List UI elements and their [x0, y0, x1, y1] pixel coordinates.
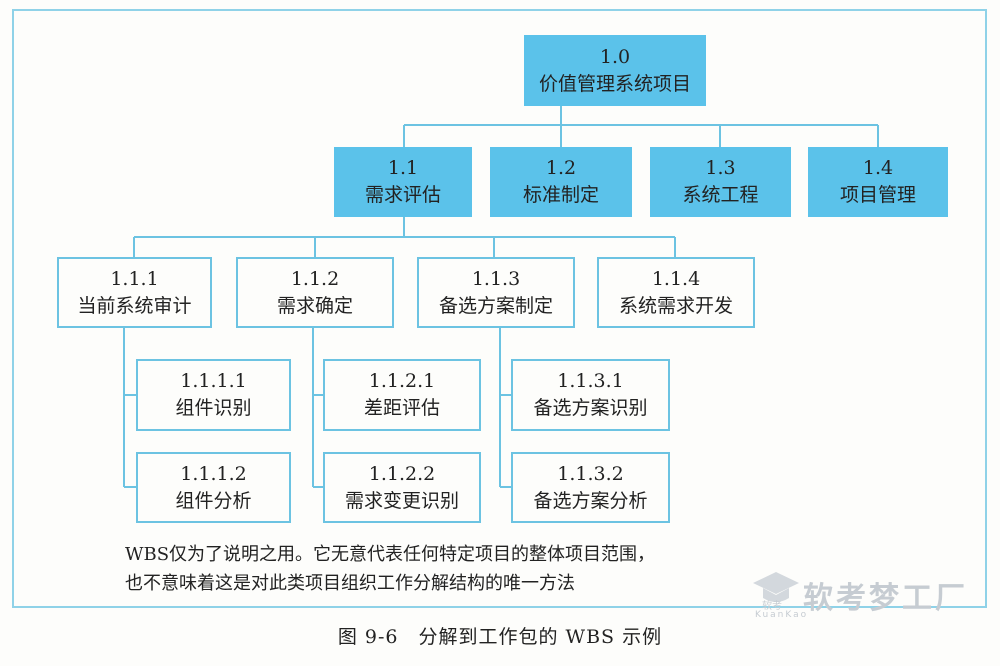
- wbs-node-1-2: 1.2 标准制定: [490, 147, 632, 217]
- wbs-node-1-1-3: 1.1.3 备选方案制定: [417, 257, 575, 328]
- node-id: 1.2: [545, 157, 577, 179]
- node-id: 1.1.3.2: [557, 462, 624, 485]
- wbs-node-1-0: 1.0 价值管理系统项目: [524, 35, 706, 106]
- wbs-node-1-1-1-2: 1.1.1.2 组件分析: [136, 452, 291, 523]
- wbs-node-1-1-1-1: 1.1.1.1 组件识别: [136, 359, 291, 431]
- wbs-node-1-3: 1.3 系统工程: [650, 147, 791, 217]
- wbs-node-1-1-3-1: 1.1.3.1 备选方案识别: [511, 359, 670, 431]
- node-label: 当前系统审计: [77, 294, 192, 317]
- node-id: 1.1.1.2: [180, 462, 247, 485]
- node-label: 需求评估: [364, 184, 441, 206]
- note-line-2: 也不意味着这是对此类项目组织工作分解结构的唯一方法: [125, 573, 575, 594]
- node-label: 需求变更识别: [344, 489, 459, 512]
- watermark-subtext: KuanKao: [755, 610, 809, 620]
- wbs-node-1-1-2-2: 1.1.2.2 需求变更识别: [323, 452, 481, 523]
- disclaimer-note: WBS仅为了说明之用。它无意代表任何特定项目的整体项目范围， 也不意味着这是对此…: [125, 540, 655, 598]
- node-label: 组件识别: [175, 397, 252, 419]
- node-id: 1.1.2: [290, 267, 340, 290]
- diagram-frame: [12, 9, 987, 608]
- node-id: 1.1.2.1: [368, 370, 436, 392]
- wbs-node-1-1-3-2: 1.1.3.2 备选方案分析: [511, 452, 670, 523]
- node-id: 1.3: [705, 157, 736, 179]
- node-label: 系统需求开发: [618, 294, 733, 317]
- node-id: 1.4: [862, 157, 894, 179]
- node-id: 1.1: [387, 157, 419, 179]
- wbs-node-1-1-1: 1.1.1 当前系统审计: [57, 257, 212, 328]
- figure-caption: 图 9-6 分解到工作包的 WBS 示例: [337, 626, 663, 648]
- wbs-node-1-4: 1.4 项目管理: [808, 147, 948, 217]
- watermark-logo-text: 软考: [762, 599, 782, 610]
- graduation-cap-icon: 软考: [753, 572, 799, 610]
- node-label: 系统工程: [682, 184, 759, 206]
- note-line-1: WBS仅为了说明之用。它无意代表任何特定项目的整体项目范围，: [125, 544, 656, 565]
- node-label: 需求确定: [276, 294, 353, 317]
- node-id: 1.0: [599, 45, 631, 68]
- watermark-text: 软考梦工厂: [803, 581, 968, 616]
- node-id: 1.1.3: [471, 267, 521, 290]
- wbs-node-1-1-4: 1.1.4 系统需求开发: [597, 257, 755, 328]
- watermark: 软考 软考梦工厂 KuanKao: [745, 568, 990, 628]
- node-id: 1.1.3.1: [557, 370, 624, 392]
- wbs-node-1-1: 1.1 需求评估: [334, 147, 472, 217]
- node-id: 1.1.4: [651, 267, 701, 290]
- wbs-node-1-1-2-1: 1.1.2.1 差距评估: [323, 359, 481, 431]
- wbs-node-1-1-2: 1.1.2 需求确定: [236, 257, 394, 328]
- node-label: 项目管理: [839, 184, 916, 206]
- node-label: 备选方案制定: [438, 294, 553, 317]
- node-label: 差距评估: [363, 397, 440, 419]
- node-label: 标准制定: [522, 184, 599, 206]
- node-id: 1.1.1.1: [180, 370, 247, 392]
- node-label: 备选方案分析: [533, 489, 648, 512]
- node-label: 备选方案识别: [533, 397, 648, 419]
- node-label: 组件分析: [175, 489, 252, 512]
- node-label: 价值管理系统项目: [538, 72, 691, 95]
- node-id: 1.1.2.2: [368, 462, 436, 485]
- node-id: 1.1.1: [110, 267, 159, 290]
